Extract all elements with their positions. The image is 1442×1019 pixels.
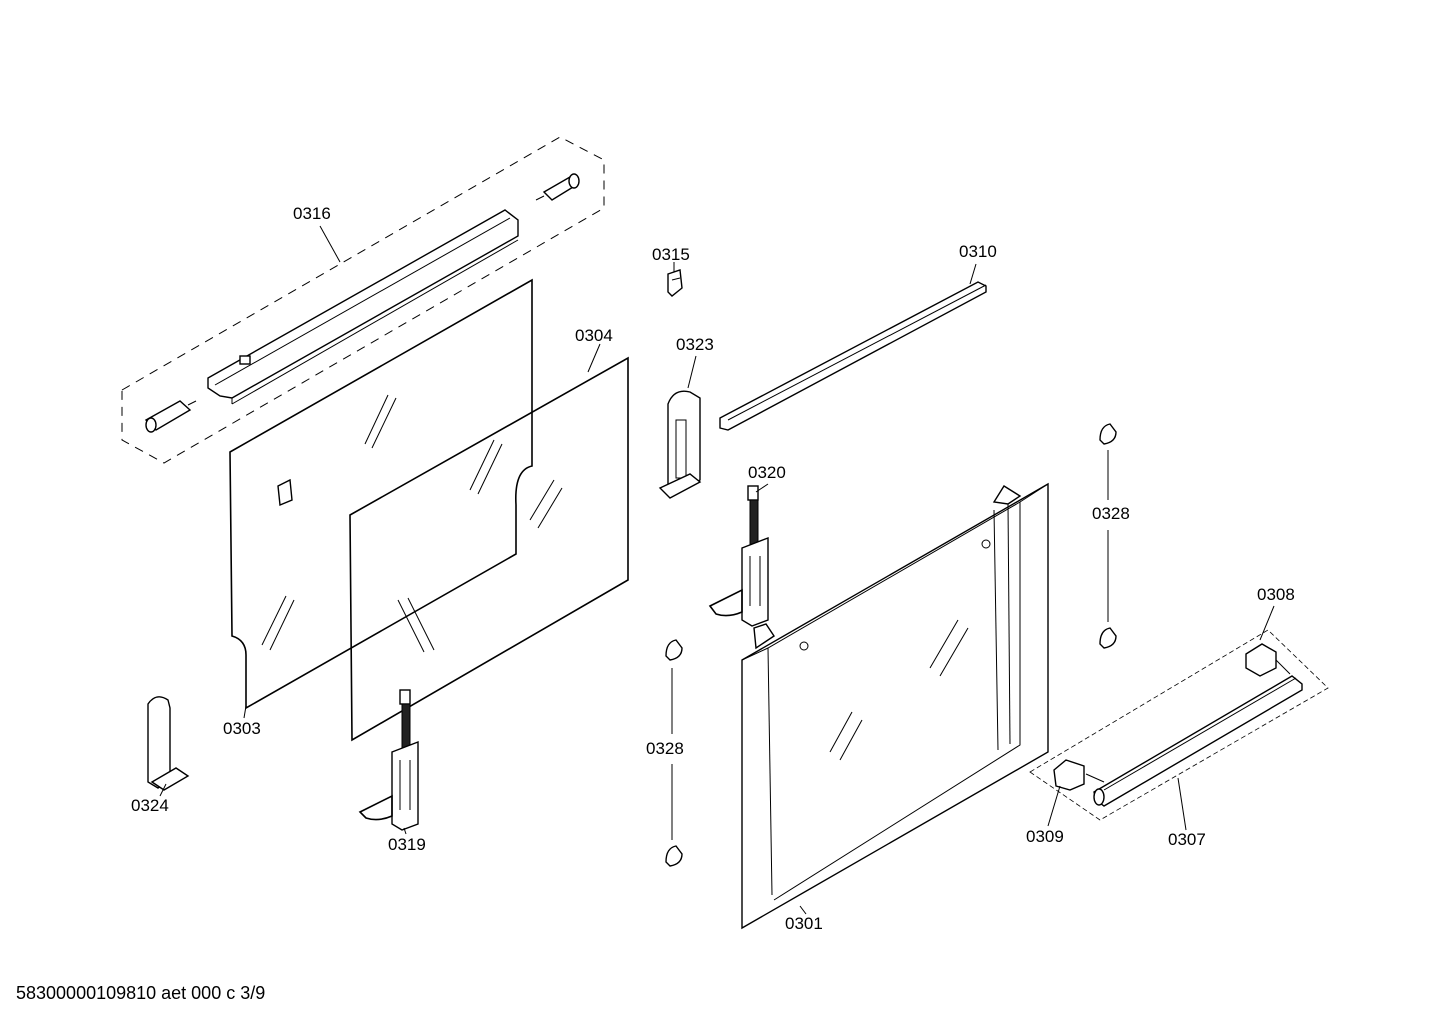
label-0309: 0309 — [1026, 827, 1064, 846]
label-0315: 0315 — [652, 245, 690, 264]
spacer-right — [535, 173, 580, 201]
label-0310: 0310 — [959, 242, 997, 261]
top-trim-bar-0316 — [207, 209, 519, 405]
buffer-caps-0328 — [665, 423, 1117, 867]
outer-door-0301 — [741, 482, 1049, 930]
label-0303: 0303 — [223, 719, 261, 738]
label-0323: 0323 — [676, 335, 714, 354]
leader-lines — [159, 225, 1275, 915]
spacer-left — [144, 400, 197, 433]
seal-strip-0310 — [719, 281, 987, 431]
label-0319: 0319 — [388, 835, 426, 854]
hinge-0320 — [708, 485, 769, 627]
clip-0315 — [667, 269, 683, 297]
label-0307: 0307 — [1168, 830, 1206, 849]
drawing-reference: 58300000109810 aet 000 c 3/9 — [16, 983, 266, 1003]
label-0324: 0324 — [131, 796, 169, 815]
hinge-0319 — [358, 689, 419, 831]
label-0304: 0304 — [575, 326, 613, 345]
trim-assembly-box — [121, 136, 605, 464]
handle-assembly-0307 — [1029, 629, 1329, 821]
label-0320: 0320 — [748, 463, 786, 482]
hinge-bracket-0324 — [147, 696, 190, 791]
middle-glass-panel-0304 — [349, 356, 629, 742]
hinge-bracket-0323 — [658, 390, 702, 499]
label-0328-mid: 0328 — [646, 739, 684, 758]
inner-glass-panel-0303 — [229, 278, 533, 710]
label-0328-top: 0328 — [1092, 504, 1130, 523]
label-0301: 0301 — [785, 914, 823, 933]
label-0316: 0316 — [293, 204, 331, 223]
label-0308: 0308 — [1257, 585, 1295, 604]
